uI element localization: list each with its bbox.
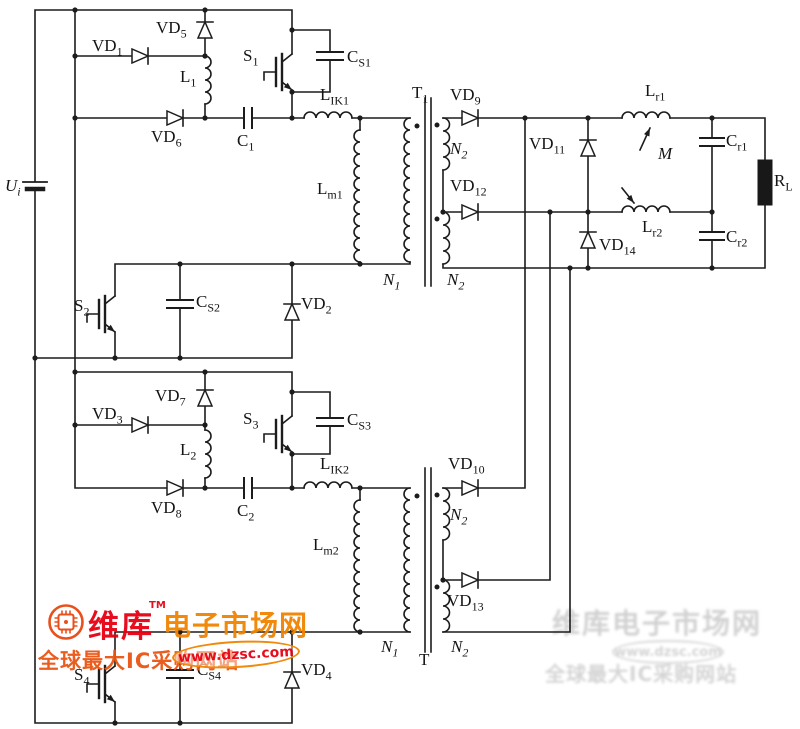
junction-dots (32, 7, 715, 726)
inductor-l2 (204, 429, 212, 479)
diode-vd9 (461, 109, 480, 127)
inductor-lik2 (303, 481, 353, 489)
diode-vd5 (196, 20, 214, 39)
igbt-s3 (274, 414, 294, 454)
resistor-rl (757, 159, 773, 206)
igbt-s4 (97, 664, 117, 704)
diode-vd10 (461, 479, 480, 497)
igbt-s2 (97, 294, 117, 334)
diode-vd11 (579, 138, 597, 157)
capacitor-cs4 (166, 669, 194, 679)
diode-vd13 (461, 571, 480, 589)
capacitor-cr2 (699, 231, 725, 241)
diode-vd8 (166, 479, 185, 497)
inductor-lr2 (621, 205, 671, 213)
capacitor-cs3 (316, 417, 344, 427)
transformer-t (403, 467, 451, 653)
wire-net (34, 9, 766, 724)
diode-vd2 (283, 302, 301, 321)
capacitor-c1 (243, 107, 253, 129)
igbt-s1 (274, 52, 294, 92)
inductor-lr1 (621, 111, 671, 119)
inductor-lm1 (353, 129, 361, 263)
diode-vd3 (131, 416, 150, 434)
diode-vd12 (461, 203, 480, 221)
inductor-l1 (204, 55, 212, 105)
coupling-arrows-m (620, 126, 652, 205)
diode-vd7 (196, 388, 214, 407)
capacitor-c2 (243, 477, 253, 499)
capacitor-cs1 (316, 51, 344, 61)
diode-vd14 (579, 230, 597, 249)
battery-ui (22, 181, 48, 192)
transformer-t1 (403, 97, 451, 287)
diode-vd4 (283, 670, 301, 689)
diode-vd1 (131, 47, 150, 65)
inductor-lik1 (303, 111, 353, 119)
capacitor-cr1 (699, 137, 725, 147)
inductor-lm2 (353, 499, 361, 633)
capacitor-cs2 (166, 299, 194, 309)
diode-vd6 (166, 109, 185, 127)
